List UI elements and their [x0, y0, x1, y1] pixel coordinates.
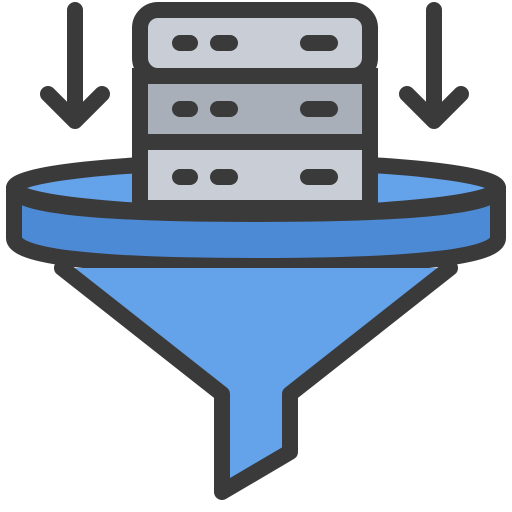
- funnel-rim-band: [6, 180, 506, 274]
- arrow-down-right-icon: [399, 2, 469, 129]
- arrow-down-left-icon: [40, 2, 110, 129]
- funnel-body: [54, 260, 458, 500]
- server-stack-icon: [132, 2, 378, 216]
